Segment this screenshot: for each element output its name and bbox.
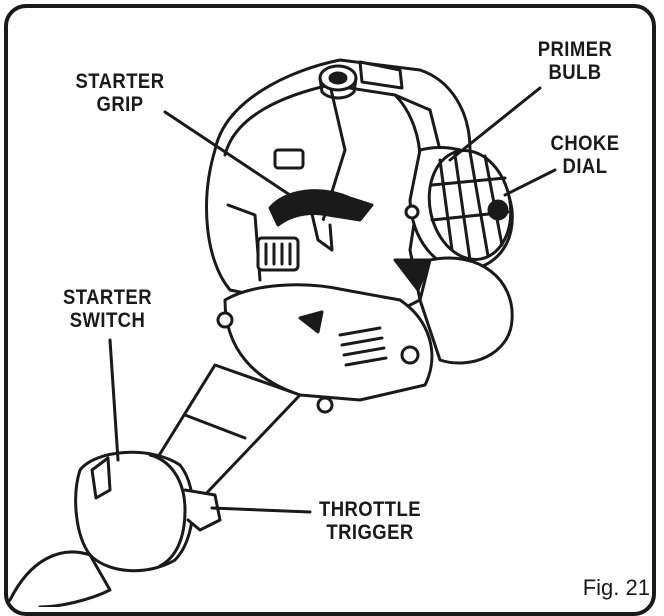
starter-switch-leader	[110, 340, 118, 460]
throttle-trigger-label-line1: THROTTLE	[308, 498, 431, 521]
figure-number: Fig. 21	[583, 575, 650, 601]
starter-switch-label-line1: STARTER	[53, 286, 163, 309]
primer-bulb-label-line1: PRIMER	[527, 38, 624, 61]
starter-grip-label-line1: STARTER	[67, 70, 173, 93]
choke-dial-label: CHOKE DIAL	[537, 132, 634, 178]
air-filter-cover	[406, 143, 521, 270]
throttle-trigger-leader	[212, 508, 310, 512]
primer-bulb-label-line2: BULB	[527, 61, 624, 84]
starter-grip-label-line2: GRIP	[67, 93, 173, 116]
choke-dial-label-line2: DIAL	[537, 155, 634, 178]
starter-grip-label: STARTER GRIP	[67, 70, 173, 116]
primer-bulb-label: PRIMER BULB	[527, 38, 624, 84]
engine-vent	[258, 238, 298, 270]
starter-switch-label-line2: SWITCH	[53, 309, 163, 332]
choke-dial-label-line1: CHOKE	[537, 132, 634, 155]
throttle-trigger-label: THROTTLE TRIGGER	[308, 498, 431, 544]
throttle-trigger-label-line2: TRIGGER	[308, 521, 431, 544]
starter-switch-label: STARTER SWITCH	[53, 286, 163, 332]
